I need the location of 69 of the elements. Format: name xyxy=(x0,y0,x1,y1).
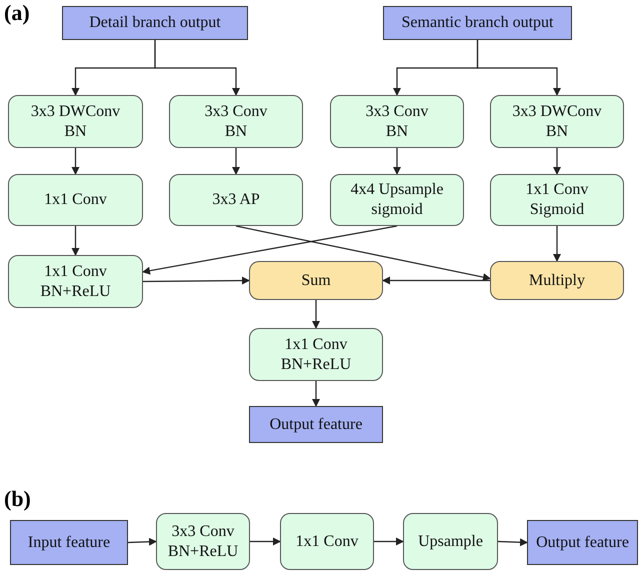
box-label: sigmoid xyxy=(371,200,423,220)
box-label: 3x3 DWConv xyxy=(30,102,120,122)
process-box xyxy=(490,174,624,226)
box-label: 3x3 AP xyxy=(212,190,260,210)
box-label: 1x1 Conv xyxy=(44,262,107,282)
process-box xyxy=(169,174,303,226)
box-label: 1x1 Conv xyxy=(284,334,348,354)
box-label: Multiply xyxy=(528,270,585,290)
box-label: Output feature xyxy=(536,532,629,552)
box-label: 1x1 Conv xyxy=(296,532,358,552)
arrow xyxy=(143,276,250,285)
arrow xyxy=(142,225,398,275)
box-label: 3x3 Conv xyxy=(172,522,234,542)
io-box xyxy=(10,520,128,565)
arrow xyxy=(128,538,157,546)
process-box xyxy=(403,513,498,570)
process-box xyxy=(280,513,374,570)
process-box xyxy=(330,95,464,148)
arrow xyxy=(154,40,240,96)
io-box xyxy=(249,406,383,443)
box-label: 3x3 DWConv xyxy=(512,102,602,122)
arrow xyxy=(312,300,320,329)
arrow xyxy=(476,40,561,96)
arrow xyxy=(72,148,80,175)
box-label: Detail branch output xyxy=(89,13,221,33)
io-box xyxy=(527,520,638,565)
process-box xyxy=(490,95,624,148)
arrow xyxy=(232,148,240,175)
arrow xyxy=(312,381,320,407)
arrow xyxy=(374,538,404,546)
operation-box xyxy=(249,261,383,300)
box-label: 3x3 Conv xyxy=(204,102,268,122)
box-label: BN+ReLU xyxy=(168,542,238,562)
arrow xyxy=(382,276,490,284)
box-label: Semantic branch output xyxy=(402,13,554,33)
box-label: BN xyxy=(64,122,87,142)
process-box xyxy=(330,174,464,226)
box-label: Sum xyxy=(301,270,331,290)
box-label: 1x1 Conv xyxy=(44,190,107,210)
box-label: Upsample xyxy=(418,532,483,552)
box-label: Input feature xyxy=(28,532,110,552)
arrow xyxy=(553,226,561,262)
panel-label: (b) xyxy=(4,486,31,512)
box-label: 3x3 Conv xyxy=(366,102,428,122)
panel-label: (a) xyxy=(4,0,30,26)
box-label: BN xyxy=(386,122,408,142)
process-box xyxy=(8,95,143,148)
arrow xyxy=(553,148,561,175)
box-label: 1x1 Conv xyxy=(526,180,588,200)
operation-box xyxy=(490,261,624,300)
arrow xyxy=(498,538,528,546)
box-label: Output feature xyxy=(270,414,362,434)
process-box xyxy=(8,174,143,226)
process-box xyxy=(8,255,143,308)
box-label: BN+ReLU xyxy=(40,282,111,302)
box-label: BN+ReLU xyxy=(280,354,352,374)
box-label: BN xyxy=(546,122,568,142)
arrow xyxy=(72,226,80,256)
box-label: 4x4 Upsample xyxy=(350,180,444,200)
arrow xyxy=(393,148,401,175)
process-box xyxy=(156,513,250,570)
io-box xyxy=(383,6,572,40)
io-box xyxy=(62,6,248,40)
box-label: BN xyxy=(224,122,248,142)
box-label: Sigmoid xyxy=(530,200,584,220)
process-box xyxy=(249,328,383,381)
arrow xyxy=(236,225,491,282)
process-box xyxy=(169,95,303,148)
arrow xyxy=(250,538,281,546)
